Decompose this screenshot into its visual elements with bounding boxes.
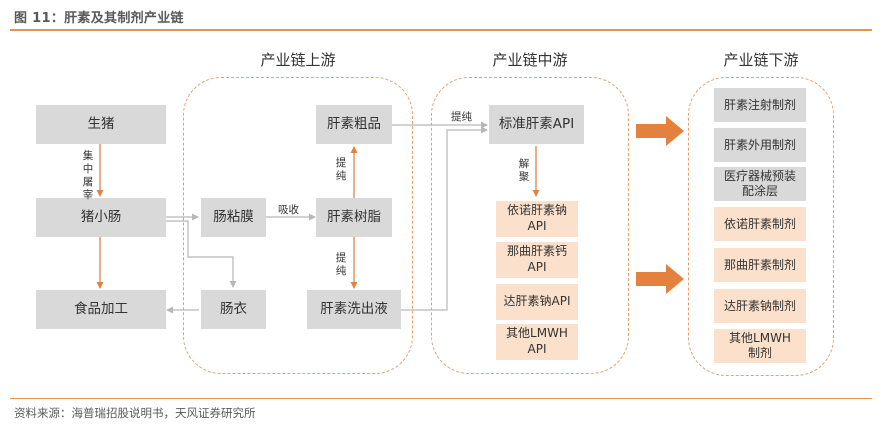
mid-product-line1: 其他LMWH: [506, 326, 568, 341]
downstream-label-line2: 配涂层: [741, 184, 778, 198]
downstream-label: 达肝素钠制剂: [723, 298, 796, 313]
downstream-label: 医疗器械预装: [723, 169, 796, 183]
stage-title-upstream: 产业链上游: [260, 51, 336, 69]
downstream-label: 那曲肝素制剂: [723, 257, 796, 272]
downstream-device-coating: 医疗器械预装配涂层: [714, 167, 806, 201]
downstream-nadroparin: 那曲肝素制剂: [714, 248, 806, 282]
title-rule: [10, 29, 872, 31]
downstream-enoxaparin: 依诺肝素制剂: [714, 207, 806, 241]
node-small-intestine: 猪小肠: [36, 198, 166, 237]
node-heparin-eluate: 肝素洗出液: [307, 290, 401, 329]
downstream-dalteparin: 达肝素钠制剂: [714, 289, 806, 323]
upstream-group: [183, 77, 413, 374]
downstream-label: 依诺肝素制剂: [723, 216, 796, 231]
stage-title-midstream: 产业链中游: [492, 51, 568, 69]
downstream-heparin-topical: 肝素外用制剂: [714, 128, 806, 162]
mid-product-line1: 那曲肝素钙: [506, 244, 567, 259]
node-pig: 生猪: [36, 105, 166, 144]
midstream-group: [431, 77, 629, 374]
label-purify-up: 提纯: [335, 157, 347, 183]
downstream-label: 肝素注射制剂: [723, 97, 796, 112]
downstream-label-line2: 制剂: [747, 346, 772, 360]
figure-title: 图 11：肝素及其制剂产业链: [14, 11, 184, 26]
mid-product-line2: API: [527, 342, 547, 356]
mid-product-line2: API: [527, 260, 547, 274]
mid-product-line1: 依诺肝素钠: [506, 203, 567, 218]
label-absorb: 吸收: [278, 204, 299, 216]
label-depolymerize: 解聚: [518, 158, 530, 184]
node-mucosa: 肠粘膜: [201, 198, 266, 237]
node-crude-heparin: 肝素粗品: [316, 105, 392, 144]
downstream-heparin-injection: 肝素注射制剂: [714, 88, 806, 122]
label-slaughter: 集中屠宰: [82, 150, 94, 202]
mid-product-dalteparin: 达肝素钠API: [496, 284, 578, 320]
node-standard-api: 标准肝素API: [489, 105, 584, 144]
downstream-label: 其他LMWH: [729, 331, 791, 345]
arrow-intestine-to-casing: [166, 220, 237, 288]
downstream-label: 肝素外用制剂: [723, 137, 796, 152]
node-casing: 肠衣: [201, 290, 266, 329]
label-purify-mid: 提纯: [451, 111, 472, 123]
mid-product-line2: API: [527, 219, 547, 233]
node-heparin-resin: 肝素树脂: [316, 198, 392, 237]
stage-title-downstream: 产业链下游: [723, 51, 799, 69]
source-note: 资料来源：海普瑞招股说明书，天风证券研究所: [14, 406, 256, 420]
label-purify-down: 提纯: [335, 252, 347, 278]
footer-rule: [10, 398, 872, 399]
big-arrow-upper: [636, 116, 684, 146]
mid-product-line1: 达肝素钠API: [503, 294, 571, 309]
arrow-eluate-to-api: [401, 126, 488, 311]
downstream-group: [688, 77, 834, 376]
node-food-processing: 食品加工: [36, 290, 166, 329]
big-arrow-lower: [636, 264, 684, 294]
